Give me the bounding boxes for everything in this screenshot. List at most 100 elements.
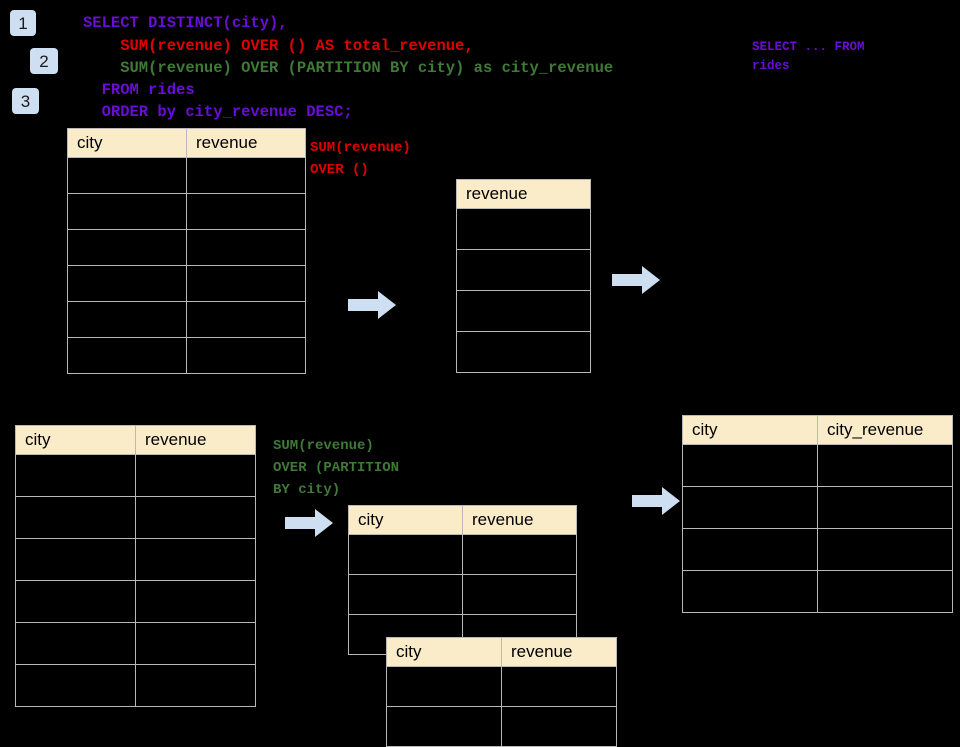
step-badge-3: 3: [12, 88, 39, 114]
table-header-row: city revenue: [15, 425, 256, 455]
table-row: [682, 570, 953, 613]
cell-city: [682, 570, 818, 613]
annotation-city-revenue-line1: SUM(revenue): [273, 438, 374, 454]
column-header-revenue: revenue: [186, 128, 306, 158]
arrow-total-to-result: [612, 266, 660, 294]
cell-city: [682, 444, 818, 487]
table-row: [682, 444, 953, 487]
table-row: [15, 580, 256, 623]
cell-city: [386, 666, 502, 707]
table-row: [15, 496, 256, 539]
table-header-row: city city_revenue: [682, 415, 953, 445]
column-header-city: city: [682, 415, 818, 445]
cell-revenue: [186, 229, 306, 266]
annotation-city-revenue-line2: OVER (PARTITION: [273, 460, 400, 476]
step-badge-2: 2: [30, 48, 58, 74]
column-header-city: city: [348, 505, 463, 535]
cell-revenue: [501, 666, 617, 707]
table-total-revenue: revenue: [456, 179, 591, 373]
table-source-top: city revenue: [67, 128, 306, 374]
table-body: [67, 157, 306, 374]
table-row: [67, 337, 306, 374]
cell-city: [682, 528, 818, 571]
cell-revenue: [186, 337, 306, 374]
step-badge-1: 1: [10, 10, 36, 36]
cell-revenue: [135, 580, 256, 623]
annotation-total-revenue-line2: OVER (): [310, 162, 369, 178]
cell-city: [67, 337, 187, 374]
table-row: [15, 538, 256, 581]
annotation-city-revenue-line3: BY city): [273, 482, 341, 498]
table-header-row: city revenue: [348, 505, 577, 535]
table-row: [67, 157, 306, 194]
cell-revenue: [456, 208, 591, 250]
cell-city: [15, 580, 136, 623]
table-body: [348, 534, 577, 655]
table-source-bottom: city revenue: [15, 425, 256, 707]
sql-line-order-by: ORDER by city_revenue DESC;: [83, 103, 353, 121]
cell-city: [67, 229, 187, 266]
table-body: [682, 444, 953, 613]
cell-city: [15, 496, 136, 539]
cell-revenue: [135, 538, 256, 581]
column-header-city: city: [67, 128, 187, 158]
table-row: [15, 622, 256, 665]
cell-city: [15, 454, 136, 497]
cell-revenue: [186, 157, 306, 194]
cell-revenue: [186, 301, 306, 338]
cell-city: [15, 622, 136, 665]
table-partition-a: city revenue: [348, 505, 577, 655]
cell-revenue: [186, 193, 306, 230]
table-header-row: city revenue: [386, 637, 617, 667]
step-badge-3-label: 3: [20, 91, 31, 111]
cell-city: [386, 706, 502, 747]
cell-revenue: [501, 706, 617, 747]
table-header-row: revenue: [456, 179, 591, 209]
sql-line-select: SELECT DISTINCT(city),: [83, 14, 288, 32]
cell-revenue: [456, 290, 591, 332]
arrow-partition-to-result: [632, 487, 680, 515]
table-row: [348, 574, 577, 615]
step-badge-1-label: 1: [18, 13, 28, 33]
column-header-city: city: [15, 425, 136, 455]
table-row: [348, 534, 577, 575]
cell-city: [15, 664, 136, 707]
cell-city-revenue: [817, 528, 953, 571]
table-row: [456, 331, 591, 373]
side-note-rides: rides: [752, 59, 790, 73]
side-note-select-from: SELECT ... FROM: [752, 40, 865, 54]
table-row: [682, 486, 953, 529]
cell-city: [67, 265, 187, 302]
cell-revenue: [135, 664, 256, 707]
table-body: [15, 454, 256, 707]
table-partition-b: city revenue: [386, 637, 617, 747]
table-body: [456, 208, 591, 373]
table-header-row: city revenue: [67, 128, 306, 158]
arrow-source-to-total: [348, 291, 396, 319]
cell-city: [348, 534, 463, 575]
cell-city: [67, 301, 187, 338]
column-header-city: city: [386, 637, 502, 667]
table-row: [456, 290, 591, 332]
cell-city: [67, 193, 187, 230]
table-row: [456, 249, 591, 291]
cell-revenue: [135, 496, 256, 539]
table-row: [67, 229, 306, 266]
table-row: [67, 265, 306, 302]
cell-revenue: [456, 331, 591, 373]
cell-revenue: [135, 454, 256, 497]
table-row: [15, 454, 256, 497]
cell-city-revenue: [817, 444, 953, 487]
table-row: [15, 664, 256, 707]
step-badge-2-label: 2: [39, 51, 49, 71]
table-body: [386, 666, 617, 747]
cell-revenue: [462, 534, 577, 575]
cell-city-revenue: [817, 486, 953, 529]
column-header-city-revenue: city_revenue: [817, 415, 953, 445]
table-row: [67, 301, 306, 338]
cell-city-revenue: [817, 570, 953, 613]
table-row: [682, 528, 953, 571]
table-result: city city_revenue: [682, 415, 953, 613]
table-row: [456, 208, 591, 250]
annotation-total-revenue-line1: SUM(revenue): [310, 140, 411, 156]
